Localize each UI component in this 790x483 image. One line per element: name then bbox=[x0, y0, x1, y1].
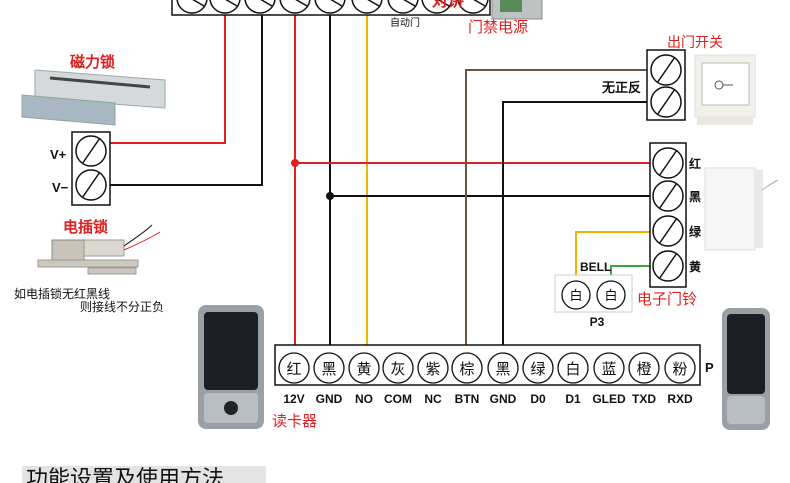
wire-red-maglock bbox=[108, 12, 226, 144]
top-terminal-screw bbox=[209, 0, 241, 14]
reader-pin: 粉 RXD bbox=[664, 352, 696, 406]
top-terminal-screw bbox=[421, 0, 453, 14]
reader-pin: 黑 GND bbox=[487, 352, 519, 406]
maglock-terminal bbox=[71, 131, 111, 206]
reader-pin-color: 黑 bbox=[321, 360, 336, 378]
reader-pin: 紫 NC bbox=[417, 352, 449, 406]
wire-black-exit bbox=[502, 101, 660, 355]
reader-pin-signal: GLED bbox=[592, 392, 626, 406]
bell-terminal-label-yellow: 黄 bbox=[689, 259, 701, 274]
reader-pin-color: 黑 bbox=[495, 360, 510, 378]
top-terminal-screw bbox=[351, 0, 383, 14]
card-reader-image-left bbox=[198, 305, 264, 429]
maglock-image bbox=[21, 69, 166, 126]
doorbell-image bbox=[704, 167, 779, 251]
top-terminal-block: 对讲 bbox=[171, 0, 491, 16]
exit-button-terminal bbox=[646, 49, 686, 121]
exit-button-polarity: 无正反 bbox=[601, 80, 641, 96]
reader-pin-color: 灰 bbox=[390, 360, 405, 378]
p3-pin-1: 白 bbox=[569, 288, 582, 304]
p3-connector bbox=[554, 274, 633, 313]
top-terminal-screw bbox=[244, 0, 276, 14]
reader-pin: 白 D1 bbox=[557, 352, 589, 406]
reader-pin: 棕 BTN bbox=[451, 352, 483, 406]
reader-port-label: P bbox=[705, 360, 714, 375]
reader-pin-signal: GND bbox=[316, 392, 343, 406]
bell-screw bbox=[652, 147, 684, 179]
reader-pin: 灰 COM bbox=[382, 352, 414, 406]
reader-pin-signal: D0 bbox=[530, 392, 546, 406]
top-terminal-screw bbox=[457, 0, 489, 14]
top-terminal-screw bbox=[314, 0, 346, 14]
reader-pin: 黄 NO bbox=[348, 352, 380, 406]
reader-pin-color: 黄 bbox=[356, 360, 371, 378]
reader-pin-signal: NC bbox=[424, 392, 442, 406]
reader-pin-color: 绿 bbox=[530, 360, 545, 378]
auto-door-label: 自动门 bbox=[390, 16, 420, 29]
bell-terminal-label-black: 黑 bbox=[689, 190, 701, 204]
section-heading: 功能设置及使用方法 bbox=[22, 466, 266, 483]
top-terminal-screw bbox=[279, 0, 311, 14]
bolt-note-line1: 如电插锁无红黑线 bbox=[14, 286, 110, 301]
bell-screw bbox=[652, 250, 684, 282]
top-terminal-screw bbox=[176, 0, 208, 14]
wire-brown-btn bbox=[465, 69, 660, 355]
reader-pin: 橙 TXD bbox=[628, 352, 660, 406]
reader-pin-color: 蓝 bbox=[601, 360, 616, 378]
power-supply-label: 门禁电源 bbox=[468, 18, 528, 36]
reader-pin: 蓝 GLED bbox=[592, 352, 626, 406]
bolt-image bbox=[37, 224, 161, 275]
reader-pin-color: 红 bbox=[286, 360, 301, 378]
reader-pin-signal: RXD bbox=[667, 392, 693, 406]
reader-terminal-block: 红 12V 黑 GND 黄 NO 灰 COM 紫 NC 棕 BTN 黑 GND 绿 D0 白 D1 蓝 GLED 橙 TX… bbox=[274, 344, 701, 406]
reader-pin-signal: D1 bbox=[565, 392, 581, 406]
reader-pin-color: 白 bbox=[565, 360, 580, 378]
reader-pin-signal: TXD bbox=[632, 392, 656, 406]
reader-pin: 红 12V bbox=[278, 352, 310, 406]
reader-pin-signal: GND bbox=[490, 392, 517, 406]
maglock-title: 磁力锁 bbox=[70, 53, 115, 71]
p3-pin-2: 白 bbox=[604, 288, 617, 304]
reader-pin-signal: BTN bbox=[455, 392, 480, 406]
bell-terminal bbox=[649, 142, 687, 288]
bolt-note-line2: 则接线不分正负 bbox=[80, 299, 164, 314]
maglock-v-plus: V+ bbox=[50, 147, 67, 162]
bell-screw bbox=[652, 215, 684, 247]
doorbell-title: 电子门铃 bbox=[637, 290, 697, 308]
maglock-screw bbox=[75, 169, 107, 201]
bell-screw bbox=[652, 180, 684, 212]
card-reader-image-right bbox=[722, 308, 770, 430]
exit-button-screw bbox=[650, 54, 682, 86]
exit-button-image bbox=[694, 54, 756, 125]
reader-pin-color: 棕 bbox=[459, 360, 474, 378]
exit-button-title: 出门开关 bbox=[667, 35, 723, 51]
reader-pin-signal: 12V bbox=[283, 392, 304, 406]
junction-dot-red bbox=[291, 159, 299, 167]
top-terminal-screw bbox=[387, 0, 419, 14]
reader-pin: 绿 D0 bbox=[522, 352, 554, 406]
top-cut-label: 对讲 bbox=[432, 0, 464, 10]
bell-terminal-label-green: 绿 bbox=[689, 224, 702, 239]
reader-title: 读卡器 bbox=[272, 412, 317, 430]
reader-pin-signal: NO bbox=[355, 392, 373, 406]
bolt-title: 电插锁 bbox=[63, 218, 108, 236]
wire-black-maglock bbox=[108, 12, 263, 186]
maglock-screw bbox=[75, 135, 107, 167]
reader-pin-color: 橙 bbox=[636, 360, 651, 378]
exit-button-screw bbox=[650, 86, 682, 118]
wire-yellow-bell bbox=[575, 231, 660, 285]
junction-dot-black bbox=[326, 192, 334, 200]
reader-pin: 黑 GND bbox=[313, 352, 345, 406]
power-supply-image bbox=[491, 0, 543, 20]
reader-pin-signal: COM bbox=[384, 392, 412, 406]
p3-label: P3 bbox=[590, 315, 605, 329]
reader-pin-color: 粉 bbox=[672, 360, 687, 378]
reader-pin-color: 紫 bbox=[425, 360, 440, 378]
maglock-v-minus: V− bbox=[52, 180, 69, 195]
bell-terminal-label-red: 红 bbox=[689, 156, 701, 171]
bell-label: BELL bbox=[580, 260, 611, 274]
